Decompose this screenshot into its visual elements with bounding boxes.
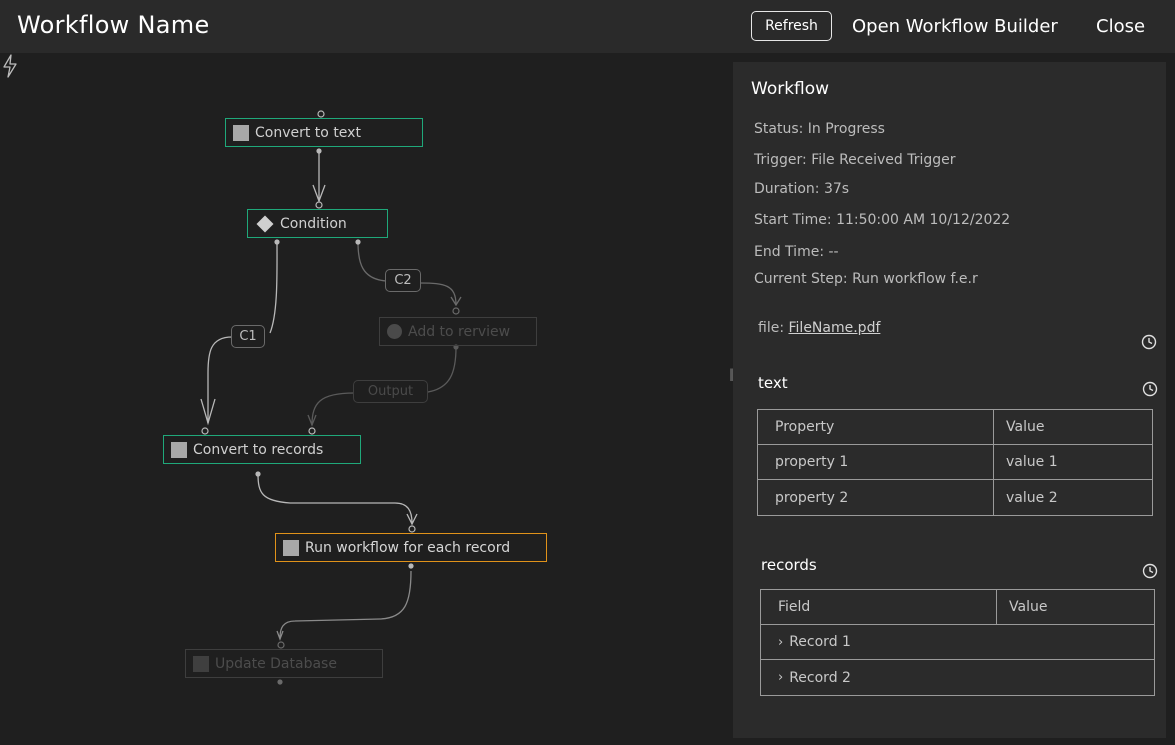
edge-records-run [257,473,413,524]
records-table: Field Value › Record 1 › Record 2 [760,589,1155,696]
record-row[interactable]: › Record 2 [761,660,1154,695]
node-label: Condition [280,215,347,232]
clock-icon[interactable] [1142,381,1158,397]
edge-c1-records [207,336,233,423]
duration-text: Duration: 37s [754,181,850,197]
edge-run-update [279,570,412,639]
workflow-details-panel: Workflow Status: In Progress Trigger: Fi… [733,62,1166,738]
edges-layer [200,110,462,685]
chevron-right-icon: › [778,634,784,650]
node-add-to-review[interactable]: Add to rerview [379,317,537,346]
clock-icon[interactable] [1142,563,1158,579]
task-square-icon [283,539,299,556]
file-label: file: [758,320,785,336]
task-square-icon [233,124,249,141]
workflow-title: Workflow Name [17,11,210,39]
table-row: property 1 value 1 [758,445,1152,480]
record-toggle[interactable]: › Record 1 [761,625,1154,659]
property-cell: property 2 [758,480,994,515]
start-time-text: Start Time: 11:50:00 AM 10/12/2022 [754,212,1011,228]
edge-condition-c1 [269,241,278,334]
value-cell: value 2 [1006,489,1058,506]
top-bar: Workflow Name Refresh Open Workflow Buil… [0,0,1175,53]
file-link[interactable]: FileName.pdf [788,320,881,336]
lightning-bolt-icon [3,54,17,78]
panel-title: Workflow [751,79,830,99]
node-update-database[interactable]: Update Database [185,649,383,678]
record-row[interactable]: › Record 1 [761,625,1154,660]
status-text: Status: In Progress [754,121,885,137]
records-section-title: records [761,556,817,574]
end-time-text: End Time: -- [754,244,839,260]
node-convert-to-text[interactable]: Convert to text [225,118,423,147]
node-label: Convert to records [193,441,324,458]
node-label: Convert to text [255,124,361,141]
column-header-property: Property [758,410,994,444]
refresh-button[interactable]: Refresh [751,11,832,41]
chevron-right-icon: › [778,670,784,685]
edge-label-c1[interactable]: C1 [231,325,265,348]
trigger-text: Trigger: File Received Trigger [754,152,956,168]
edge-label-output[interactable]: Output [353,380,428,403]
node-label: Update Database [215,655,337,672]
condition-diamond-icon [256,215,274,232]
task-square-icon [171,441,187,458]
record-toggle[interactable]: › Record 2 [761,660,1154,695]
edge-review-output [427,346,457,393]
edge-label-c2[interactable]: C2 [385,269,421,292]
file-row: file: FileName.pdf [758,320,880,336]
node-run-workflow-for-each-record[interactable]: Run workflow for each record [275,533,547,562]
table-header-row: Field Value [761,590,1154,625]
text-properties-table: Property Value property 1 value 1 proper… [757,409,1153,516]
close-button[interactable]: Close [1096,16,1146,37]
node-convert-to-records[interactable]: Convert to records [163,435,361,464]
clock-icon[interactable] [1141,334,1157,350]
node-label: Add to rerview [408,323,511,340]
current-step-text: Current Step: Run workflow f.e.r [754,271,978,287]
record-label: Record 2 [789,669,851,686]
table-row: property 2 value 2 [758,480,1152,515]
node-condition[interactable]: Condition [247,209,388,238]
column-header-value: Value [1009,599,1048,615]
column-header-field: Field [761,590,997,624]
column-header-value: Value [1006,419,1045,435]
table-header-row: Property Value [758,410,1152,445]
node-label: Run workflow for each record [305,539,511,556]
open-workflow-builder-button[interactable]: Open Workflow Builder [852,16,1058,37]
text-section-title: text [758,374,788,392]
circle-icon [387,324,402,339]
property-cell: property 1 [758,445,994,479]
record-label: Record 1 [789,634,851,650]
value-cell: value 1 [1006,454,1058,470]
task-square-icon [193,655,209,672]
panel-resize-handle[interactable]: ‖ [729,367,735,381]
edge-condition-c2 [357,241,387,282]
workflow-canvas[interactable]: Convert to text Condition C2 C1 Add to r… [0,53,732,745]
